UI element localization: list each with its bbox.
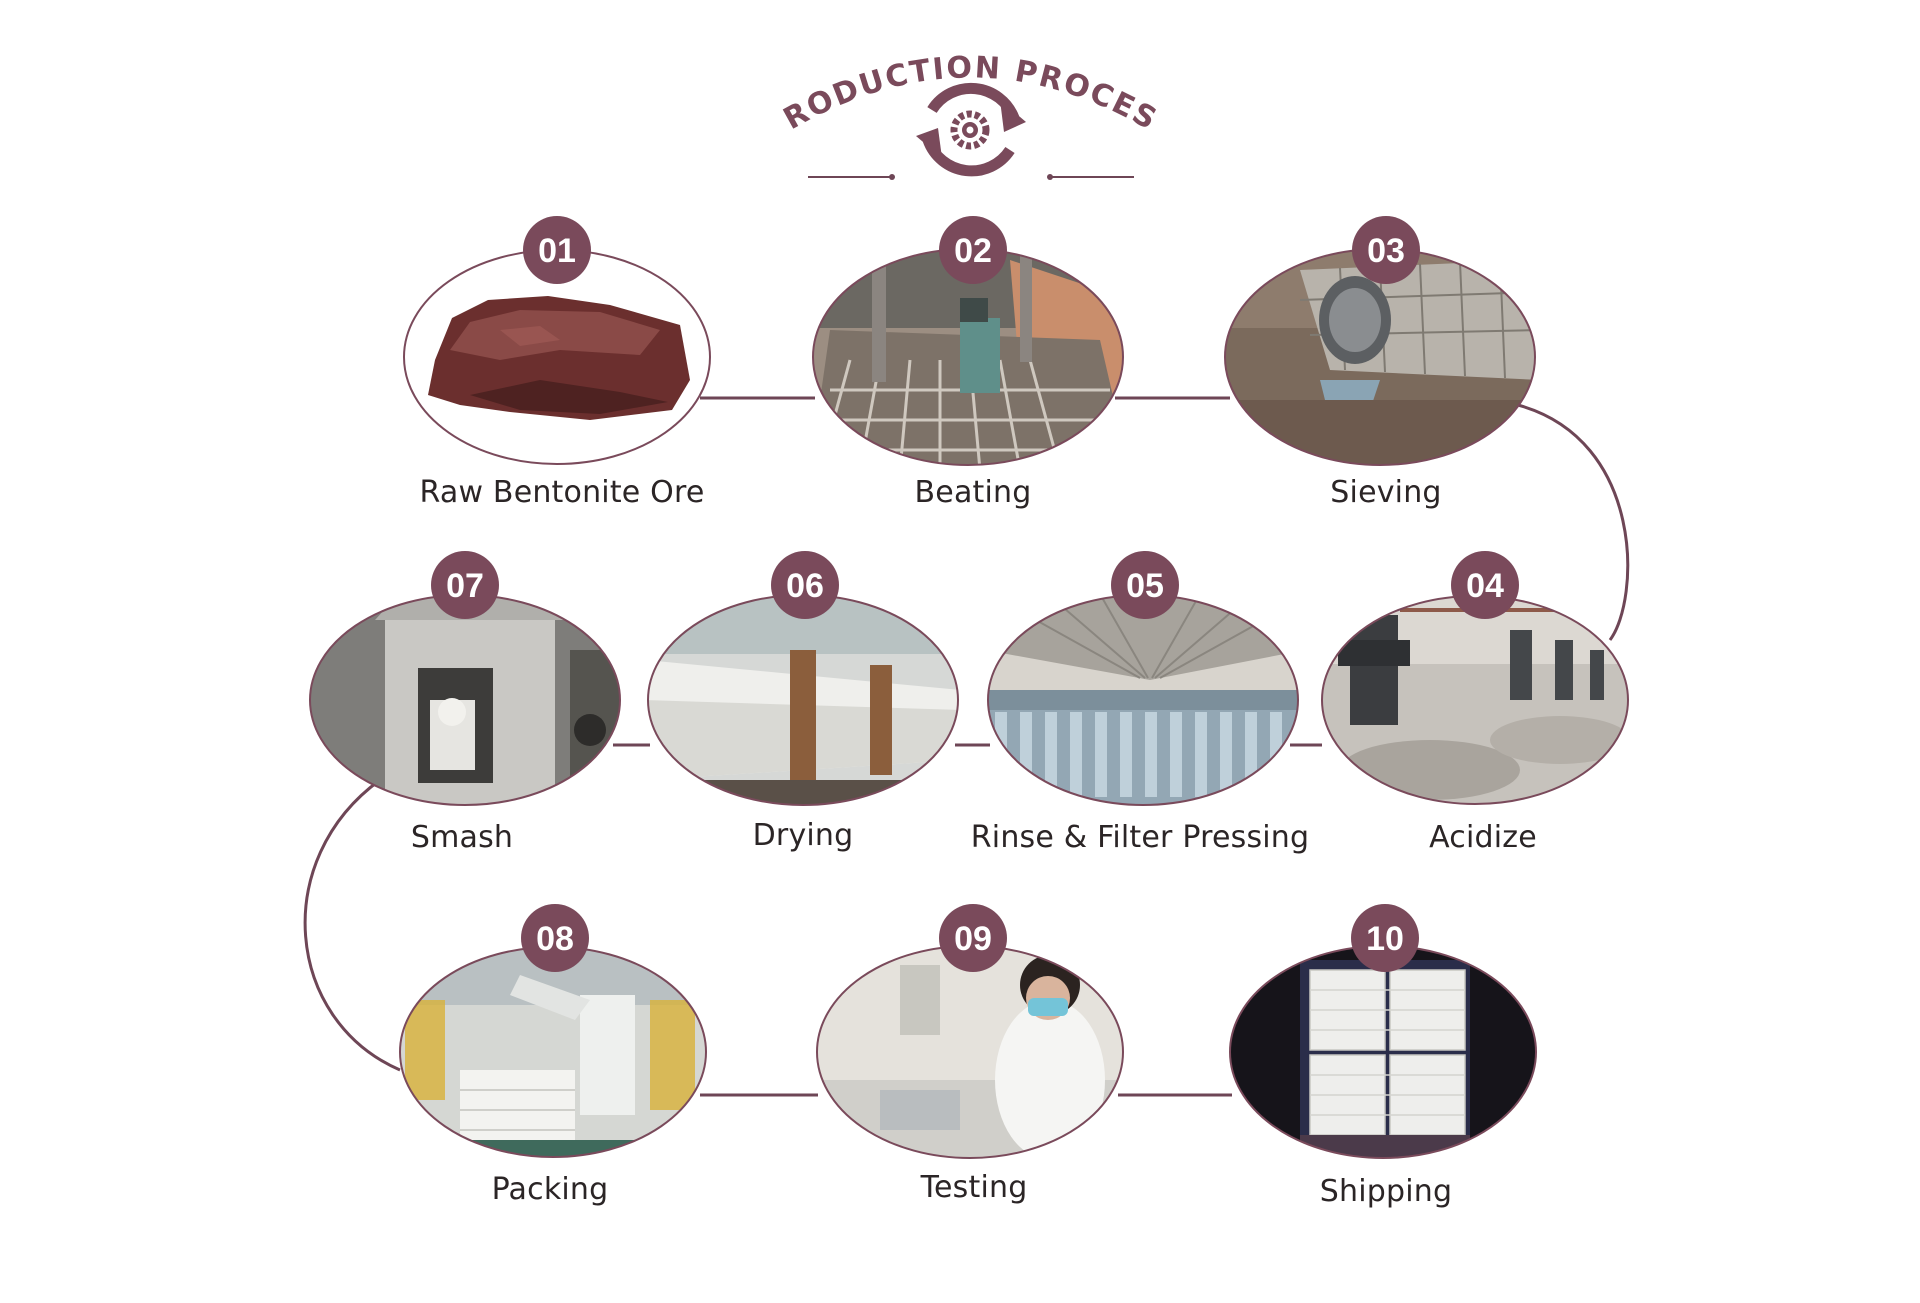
step-01 — [403, 249, 711, 465]
badge-03-number: 03 — [1367, 232, 1405, 270]
badge-09: 09 — [939, 904, 1007, 972]
step-label-rinse-filter-pressing: Rinse & Filter Pressing — [970, 820, 1310, 855]
step-label-shipping: Shipping — [1319, 1174, 1453, 1209]
step-10 — [1229, 945, 1537, 1159]
header-divider — [808, 174, 1134, 180]
badge-04-number: 04 — [1466, 567, 1504, 605]
badge-10: 10 — [1351, 904, 1419, 972]
badge-02-number: 02 — [954, 232, 992, 270]
badge-08: 08 — [521, 904, 589, 972]
step-05 — [987, 594, 1299, 806]
step-label-drying: Drying — [752, 818, 854, 853]
badge-07: 07 — [431, 551, 499, 619]
step-label-acidize: Acidize — [1429, 820, 1537, 855]
badge-07-number: 07 — [446, 567, 484, 605]
header: PRODUCTION PROCESS — [0, 0, 1163, 180]
badge-10-number: 10 — [1366, 920, 1404, 958]
page-title: PRODUCTION PROCESS — [0, 0, 1163, 137]
badge-03: 03 — [1352, 216, 1420, 284]
badge-06-number: 06 — [786, 567, 824, 605]
badge-06: 06 — [771, 551, 839, 619]
sieving-photo — [1225, 249, 1535, 465]
step-label-packing: Packing — [491, 1172, 609, 1207]
raw-ore-photo — [428, 296, 690, 420]
drying-photo — [648, 595, 958, 805]
badge-02: 02 — [939, 216, 1007, 284]
badge-01-number: 01 — [538, 232, 576, 270]
step-label-smash: Smash — [410, 820, 514, 855]
step-label-sieving: Sieving — [1330, 475, 1442, 510]
badge-01: 01 — [523, 216, 591, 284]
badge-05: 05 — [1111, 551, 1179, 619]
number-badges: 01 02 03 04 05 06 07 08 09 10 — [431, 216, 1519, 972]
gear-cycle-icon — [916, 82, 1026, 177]
badge-08-number: 08 — [536, 920, 574, 958]
step-09 — [816, 945, 1124, 1159]
step-07 — [309, 594, 621, 806]
badge-04: 04 — [1451, 551, 1519, 619]
badge-09-number: 09 — [954, 920, 992, 958]
step-label-testing: Testing — [920, 1170, 1028, 1205]
step-03 — [1224, 248, 1536, 466]
step-06 — [647, 594, 959, 806]
step-label-beating: Beating — [914, 475, 1032, 510]
badge-05-number: 05 — [1126, 567, 1164, 605]
step-08 — [399, 946, 707, 1158]
shipping-photo — [1230, 946, 1536, 1157]
process-connector — [303, 396, 1630, 1097]
step-label-raw-bentonite-ore: Raw Bentonite Ore — [419, 475, 705, 510]
step-04 — [1321, 595, 1629, 805]
packing-photo — [400, 947, 706, 1157]
